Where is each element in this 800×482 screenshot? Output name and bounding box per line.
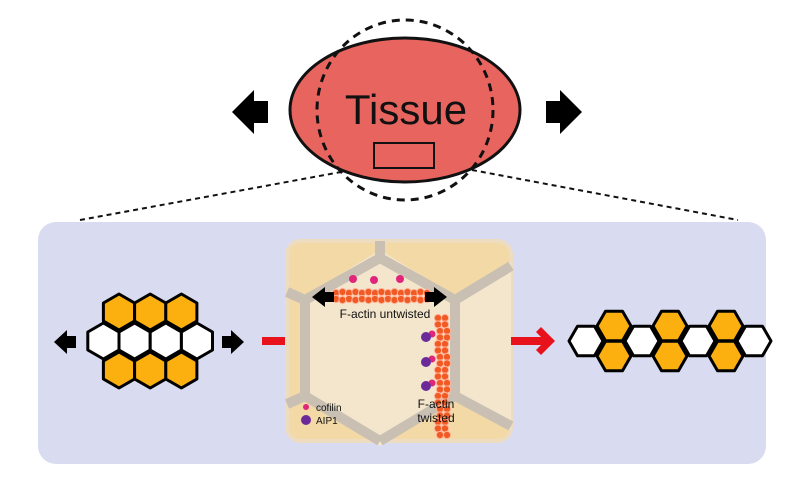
hex-cell-orange [651,339,689,373]
hex-cell-white [117,321,152,361]
hex-cell-orange [707,309,745,343]
hex-cell-white [567,324,605,358]
f-actin-twisted [433,313,452,440]
hex-cell-orange [707,339,745,373]
hex-tissue-before [86,292,214,390]
f-actin-untwisted-label: F-actin untwisted [340,307,431,321]
aip1-molecule [421,357,431,367]
zoom-line-left [79,169,353,221]
hex-cell-orange [595,339,633,373]
zoom-line-right [471,169,739,221]
hex-cell-white [735,324,773,358]
actin-monomer [370,294,380,304]
actin-monomer [396,294,406,304]
hex-cell-white [679,324,717,358]
hex-cell-white [623,324,661,358]
actin-monomer [351,287,360,297]
neighbor-cell-right [455,262,511,430]
legend-cofilin-label: cofilin [316,403,342,414]
hex-cell-orange [164,292,199,332]
hex-cell-orange [651,309,689,343]
actin-monomer [435,430,445,440]
cofilin-molecule [370,276,378,284]
actin-monomer [442,430,452,440]
actin-monomer [416,295,425,305]
actin-monomer [364,287,373,297]
actin-monomer [403,295,412,305]
filament-arrow-left-icon [312,287,334,307]
filament-arrow-right-icon [425,287,447,307]
red-arrow-right-icon [511,327,555,355]
aip1-molecule [421,332,431,342]
aip1-molecule [421,381,431,391]
hex-cell-orange [164,350,199,390]
actin-monomer [377,295,386,305]
legend-aip1-label: AIP1 [316,416,338,427]
actin-monomer [390,287,399,297]
cofilin-molecule [396,275,404,283]
small-arrow-left-icon [54,330,76,354]
red-connector-left [262,337,286,345]
f-actin-twisted-label-line1: F-actin [418,397,455,411]
actin-monomer [390,295,399,305]
tissue-label: Tissue [345,86,467,133]
hex-tissue-after [567,309,773,373]
hex-cell-orange [595,309,633,343]
actin-monomer [403,287,412,297]
actin-monomer [344,294,354,304]
actin-monomer [416,287,425,297]
actin-monomer [409,294,419,304]
cofilin-legend-icon [303,404,309,410]
actin-monomer [364,295,373,305]
f-actin-twisted-label-line2: twisted [417,411,454,425]
f-actin-untwisted [331,287,432,305]
actin-monomer [377,287,386,297]
actin-monomer [357,294,367,304]
tissue-ellipse [288,36,522,184]
stretch-arrow-left-icon [232,90,268,134]
small-arrow-right-icon [222,330,244,354]
actin-monomer [351,295,360,305]
aip1-legend-icon [301,415,311,425]
cofilin-molecules [349,275,404,284]
actin-monomer [383,294,393,304]
zoom-region-box [373,142,435,169]
cofilin-molecule [349,275,357,283]
actin-monomer [338,287,347,297]
hex-cell-white [86,321,121,361]
actin-monomer [338,295,347,305]
deformed-tissue-outline [315,18,495,202]
hex-cell-white [179,321,214,361]
cell-junctions [284,241,514,446]
cell-junction-inset: F-actin untwisted F-actin twisted cofili… [284,239,514,446]
hex-cell-white [148,321,183,361]
aip1-cofilin-complexes [421,330,436,391]
stretch-arrow-right-icon [546,90,582,134]
